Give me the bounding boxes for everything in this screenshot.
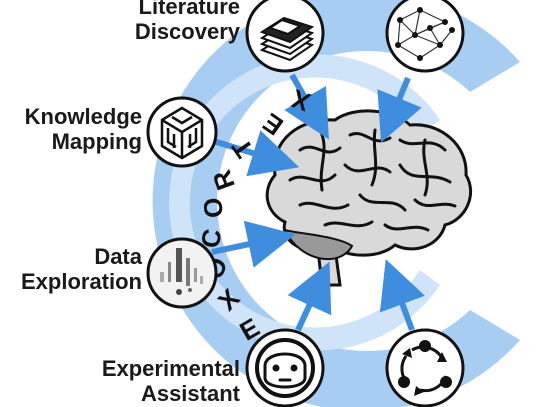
arrow-knowledge — [209, 130, 300, 177]
arc-letter: O — [197, 196, 229, 219]
arc-letter: C — [195, 226, 228, 250]
outer-c-ring — [152, 0, 520, 407]
arrow-experimental — [287, 261, 332, 332]
network-graph-icon — [385, 0, 465, 73]
brain-icon — [265, 109, 472, 287]
robot-assistant-icon — [245, 328, 325, 407]
arrow-cycle — [379, 259, 425, 332]
label-line: Mapping — [51, 129, 142, 154]
label-knowledge-mapping: Knowledge Mapping — [0, 104, 142, 154]
data-exploration-image-icon — [146, 237, 218, 309]
maze-cube-icon — [146, 96, 218, 168]
arrow-literature — [284, 73, 329, 140]
label-data-exploration: Data Exploration — [0, 244, 142, 294]
label-experimental-assistant: Experimental Assistant — [50, 356, 240, 406]
label-line: Literature — [138, 0, 240, 19]
label-line: Experimental — [101, 356, 240, 381]
arrow-data — [211, 220, 296, 268]
label-line: Knowledge — [24, 104, 142, 129]
arrow-network — [377, 76, 422, 143]
circular-arrows-icon — [385, 328, 465, 407]
label-literature-discovery: Literature Discovery — [50, 0, 240, 44]
label-line: Assistant — [140, 381, 240, 406]
document-stack-icon — [245, 0, 325, 73]
arrows — [209, 73, 425, 332]
label-line: Discovery — [134, 19, 240, 44]
arc-letter: E — [257, 107, 288, 142]
label-line: Exploration — [20, 269, 142, 294]
label-line: Data — [94, 244, 142, 269]
